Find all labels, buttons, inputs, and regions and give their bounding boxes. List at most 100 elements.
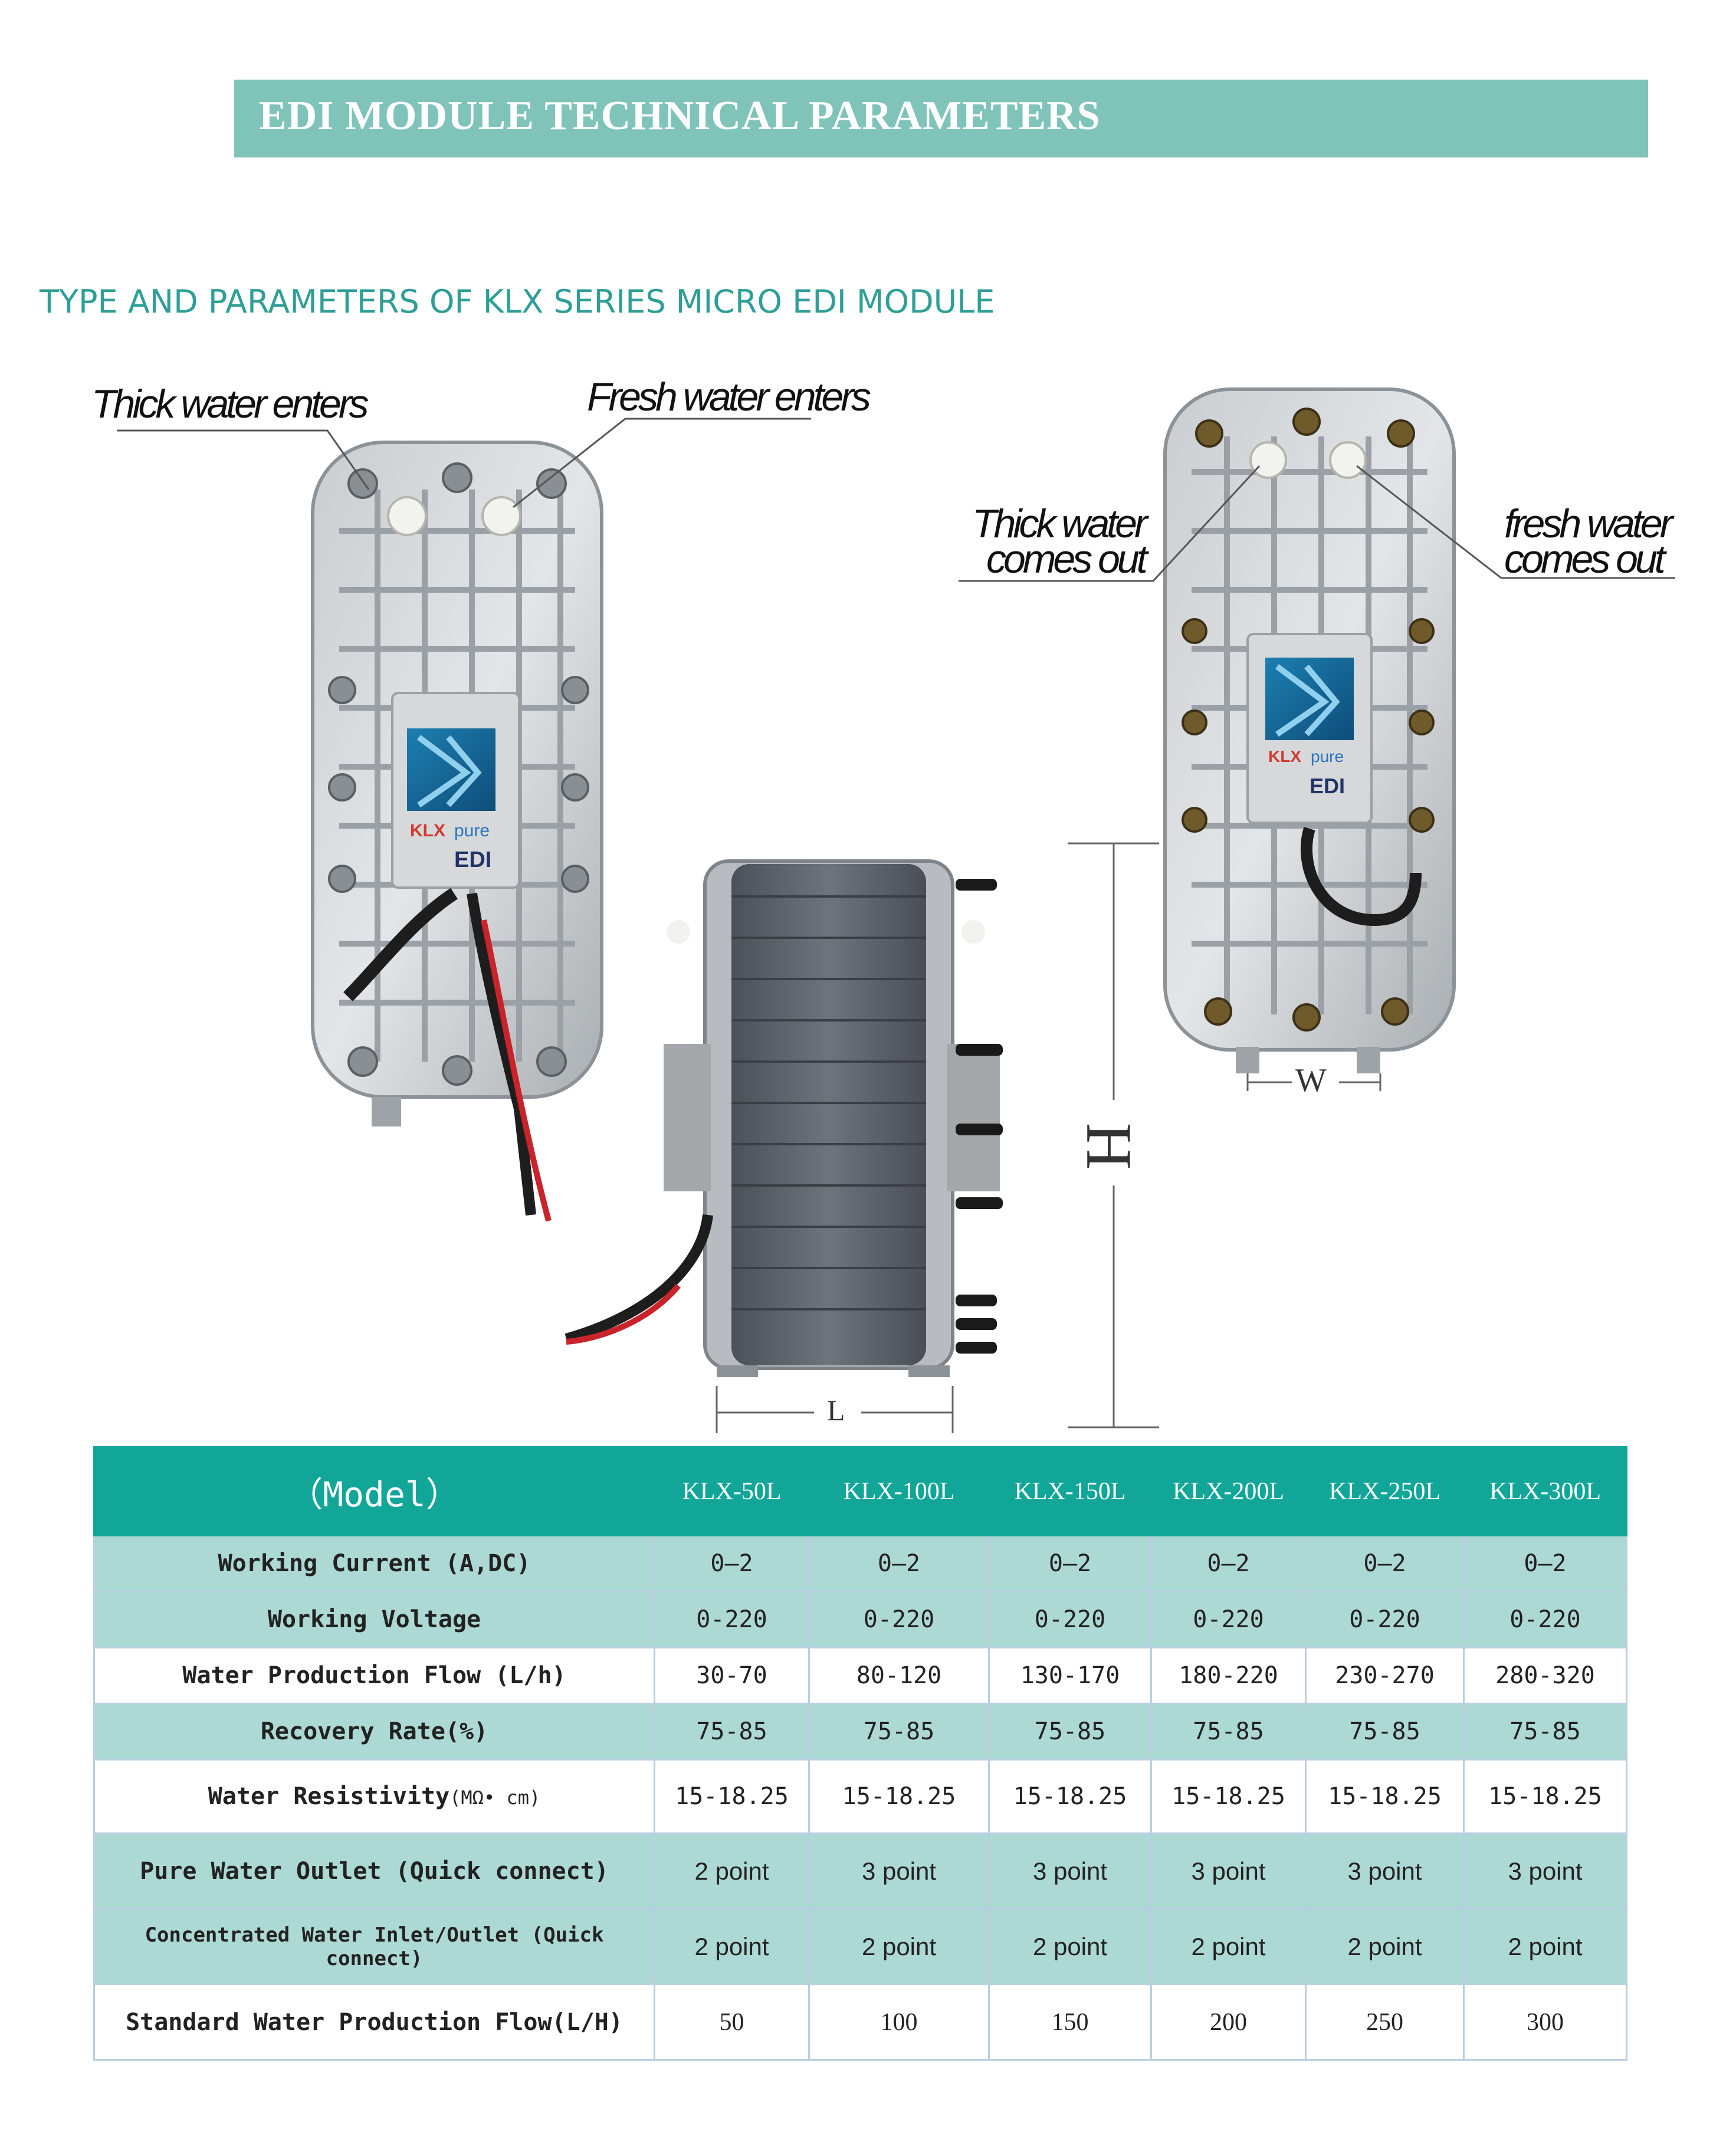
model-klx-250l: KLX-250L bbox=[1305, 1446, 1465, 1536]
table-cell: 2 point bbox=[988, 1908, 1152, 1985]
table-cell: 0—2 bbox=[1463, 1535, 1627, 1592]
table-cell: 0-220 bbox=[808, 1591, 990, 1648]
side-view-module bbox=[565, 859, 1003, 1377]
table-cell: 0—2 bbox=[1305, 1535, 1465, 1592]
table-cell: 15-18.25 bbox=[1150, 1759, 1307, 1834]
table-row: Pure Water Outlet (Quick connect) 2 poin… bbox=[93, 1832, 1627, 1910]
table-cell: 75-85 bbox=[988, 1703, 1152, 1761]
dimension-w-label: W bbox=[1295, 1062, 1327, 1099]
callout-fresh-water-out-line1: fresh water bbox=[1504, 501, 1673, 546]
callout-fresh-water-out-line2: comes out bbox=[1504, 537, 1666, 582]
table-cell: 2 point bbox=[1150, 1908, 1307, 1985]
label-brand-pure: pure bbox=[454, 821, 490, 840]
table-row: Water Resistivity(MΩ• cm) 15-18.25 15-18… bbox=[93, 1759, 1627, 1834]
table-cell: 130-170 bbox=[988, 1647, 1152, 1704]
back-label-product: EDI bbox=[1310, 774, 1345, 798]
label-product: EDI bbox=[454, 848, 491, 872]
table-cell: 0—2 bbox=[1150, 1535, 1307, 1592]
callout-fresh-water-out: fresh water comes out bbox=[1504, 501, 1673, 582]
row-label-recovery-rate: Recovery Rate(%) bbox=[93, 1703, 655, 1761]
table-cell: 75-85 bbox=[1463, 1703, 1627, 1761]
row-label-production-flow: Water Production Flow (L/h) bbox=[93, 1647, 655, 1704]
table-cell: 180-220 bbox=[1150, 1647, 1307, 1704]
callout-thick-water-out-line2: comes out bbox=[986, 537, 1148, 582]
table-cell: 200 bbox=[1150, 1983, 1307, 2061]
table-cell: 15-18.25 bbox=[654, 1759, 810, 1834]
page-title: EDI MODULE TECHNICAL PARAMETERS bbox=[259, 93, 1101, 139]
table-cell: 2 point bbox=[808, 1908, 990, 1985]
table-cell: 0-220 bbox=[1305, 1591, 1465, 1648]
front-view-module: KLX pure EDI bbox=[311, 441, 603, 1222]
table-cell: 0-220 bbox=[654, 1591, 810, 1648]
table-cell: 75-85 bbox=[654, 1703, 810, 1761]
table-cell: 15-18.25 bbox=[1305, 1759, 1465, 1834]
table-cell: 2 point bbox=[654, 1908, 810, 1985]
table-cell: 15-18.25 bbox=[808, 1759, 990, 1834]
edi-module-photo: KLX pure EDI bbox=[117, 387, 1675, 1433]
table-row: Standard Water Production Flow(L/H) 50 1… bbox=[93, 1983, 1627, 2061]
row-label-working-voltage: Working Voltage bbox=[93, 1591, 655, 1648]
table-cell: 3 point bbox=[808, 1832, 990, 1910]
model-klx-200l: KLX-200L bbox=[1150, 1446, 1307, 1536]
callout-thick-water-out: Thick water comes out bbox=[972, 501, 1148, 582]
table-cell: 300 bbox=[1463, 1983, 1627, 2061]
table-cell: 0-220 bbox=[1150, 1591, 1307, 1648]
table-cell: 100 bbox=[808, 1983, 990, 2061]
model-klx-50l: KLX-50L bbox=[654, 1446, 810, 1536]
table-row: Recovery Rate(%) 75-85 75-85 75-85 75-85… bbox=[93, 1703, 1627, 1761]
table-cell: 3 point bbox=[1463, 1832, 1627, 1910]
table-cell: 280-320 bbox=[1463, 1647, 1627, 1704]
table-row: Working Voltage 0-220 0-220 0-220 0-220 … bbox=[93, 1591, 1627, 1648]
row-label-working-current: Working Current (A,DC) bbox=[93, 1535, 655, 1592]
table-cell: 150 bbox=[988, 1983, 1152, 2061]
row-label-pure-water-outlet: Pure Water Outlet (Quick connect) bbox=[93, 1832, 655, 1910]
table-cell: 30-70 bbox=[654, 1647, 810, 1704]
table-cell: 230-270 bbox=[1305, 1647, 1465, 1704]
dimension-l-label: L bbox=[827, 1394, 845, 1427]
table-cell: 75-85 bbox=[808, 1703, 990, 1761]
table-cell: 2 point bbox=[654, 1832, 810, 1910]
table-cell: 75-85 bbox=[1305, 1703, 1465, 1761]
model-klx-100l: KLX-100L bbox=[808, 1446, 990, 1536]
table-cell: 2 point bbox=[1305, 1908, 1465, 1985]
callout-thick-water-out-line1: Thick water bbox=[972, 501, 1148, 546]
table-cell: 0—2 bbox=[654, 1535, 810, 1592]
callout-fresh-water-enters: Fresh water enters bbox=[587, 375, 871, 419]
row-label-unit: (MΩ• cm) bbox=[449, 1786, 541, 1809]
dimension-h-label: H bbox=[1073, 1122, 1146, 1170]
table-cell: 80-120 bbox=[808, 1647, 990, 1704]
table-cell: 0-220 bbox=[988, 1591, 1152, 1648]
back-label-brand-klx: KLX bbox=[1268, 747, 1301, 766]
table-cell: 2 point bbox=[1463, 1908, 1627, 1985]
table-row: Water Production Flow (L/h) 30-70 80-120… bbox=[93, 1647, 1627, 1704]
section-subtitle: TYPE AND PARAMETERS OF KLX SERIES MICRO … bbox=[40, 283, 995, 320]
table-header-row: （Model） KLX-50L KLX-100L KLX-150L KLX-20… bbox=[93, 1446, 1627, 1536]
row-label-text: Water Resistivity bbox=[208, 1783, 450, 1810]
callout-thick-water-enters: Thick water enters bbox=[91, 382, 369, 426]
table-cell: 3 point bbox=[988, 1832, 1152, 1910]
table-cell: 15-18.25 bbox=[988, 1759, 1152, 1834]
model-klx-300l: KLX-300L bbox=[1463, 1446, 1627, 1536]
title-banner: EDI MODULE TECHNICAL PARAMETERS bbox=[234, 80, 1648, 157]
table-cell: 3 point bbox=[1150, 1832, 1307, 1910]
callout-leaders bbox=[117, 418, 1675, 582]
label-brand-klx: KLX bbox=[410, 821, 445, 840]
dimension-lines bbox=[716, 842, 1381, 1433]
table-row: Concentrated Water Inlet/Outlet (Quick c… bbox=[93, 1908, 1627, 1985]
table-cell: 3 point bbox=[1305, 1832, 1465, 1910]
row-label-water-resistivity: Water Resistivity(MΩ• cm) bbox=[93, 1759, 655, 1834]
table-cell: 15-18.25 bbox=[1463, 1759, 1627, 1834]
table-cell: 0-220 bbox=[1463, 1591, 1627, 1648]
back-view-module: KLX pure EDI bbox=[1163, 387, 1456, 1073]
model-header: （Model） bbox=[93, 1446, 655, 1536]
table-cell: 75-85 bbox=[1150, 1703, 1307, 1761]
model-klx-150l: KLX-150L bbox=[988, 1446, 1152, 1536]
table-cell: 0—2 bbox=[808, 1535, 990, 1592]
table-row: Working Current (A,DC) 0—2 0—2 0—2 0—2 0… bbox=[93, 1535, 1627, 1592]
back-label-brand-pure: pure bbox=[1311, 747, 1344, 766]
table-cell: 50 bbox=[654, 1983, 810, 2061]
row-label-concentrated-water: Concentrated Water Inlet/Outlet (Quick c… bbox=[93, 1908, 655, 1985]
parameters-table: （Model） KLX-50L KLX-100L KLX-150L KLX-20… bbox=[93, 1446, 1627, 2061]
table-cell: 0—2 bbox=[988, 1535, 1152, 1592]
table-cell: 250 bbox=[1305, 1983, 1465, 2061]
